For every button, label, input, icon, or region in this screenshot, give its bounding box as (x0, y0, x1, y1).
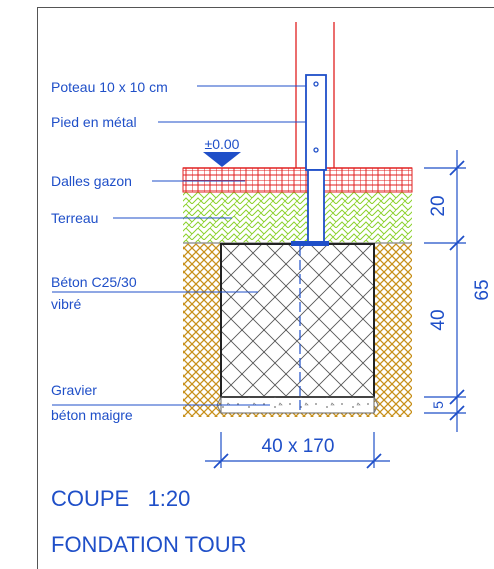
dim-tick-bottom (449, 405, 465, 421)
label-concrete-2: vibré (51, 296, 82, 312)
foot-bolt-top (313, 81, 319, 87)
label-post: Poteau 10 x 10 cm (51, 79, 168, 95)
earth-bottom (183, 413, 412, 417)
label-gravel-1: Gravier (51, 382, 97, 398)
section-title: COUPE 1:20 (51, 486, 190, 511)
dim-65-text: 65 (472, 279, 493, 300)
dim-5-text: 5 (430, 401, 446, 409)
dim-width-tick-right (366, 453, 382, 469)
label-metal-foot: Pied en métal (51, 114, 137, 130)
grass-slab-layer (182, 167, 413, 193)
dim-tick-concrete (449, 389, 465, 405)
label-gravel-2: béton maigre (51, 407, 133, 423)
section-subtitle: FONDATION TOUR (51, 532, 247, 557)
earth-left (183, 243, 221, 413)
dim-width-tick-left (213, 453, 229, 469)
dim-tick-top (449, 160, 465, 176)
metal-foot-stem (307, 169, 325, 244)
metal-foot-plate (305, 74, 327, 171)
metal-foot-base (291, 241, 329, 246)
dim-40-text: 40 (428, 309, 449, 330)
drawing-frame (37, 7, 494, 569)
label-grass-slabs: Dalles gazon (51, 173, 132, 189)
gravel-edge-right (373, 396, 379, 414)
foot-bolt-bottom (313, 147, 319, 153)
concrete-block (220, 243, 375, 398)
dim-tick-soil (449, 235, 465, 251)
dim-20-text: 20 (428, 195, 449, 216)
earth-right (374, 243, 412, 413)
label-topsoil: Terreau (51, 210, 98, 226)
level-marker-icon (203, 152, 241, 167)
dim-width-text: 40 x 170 (262, 436, 335, 457)
label-concrete-1: Béton C25/30 (51, 274, 137, 290)
level-label: ±0.00 (205, 136, 240, 152)
